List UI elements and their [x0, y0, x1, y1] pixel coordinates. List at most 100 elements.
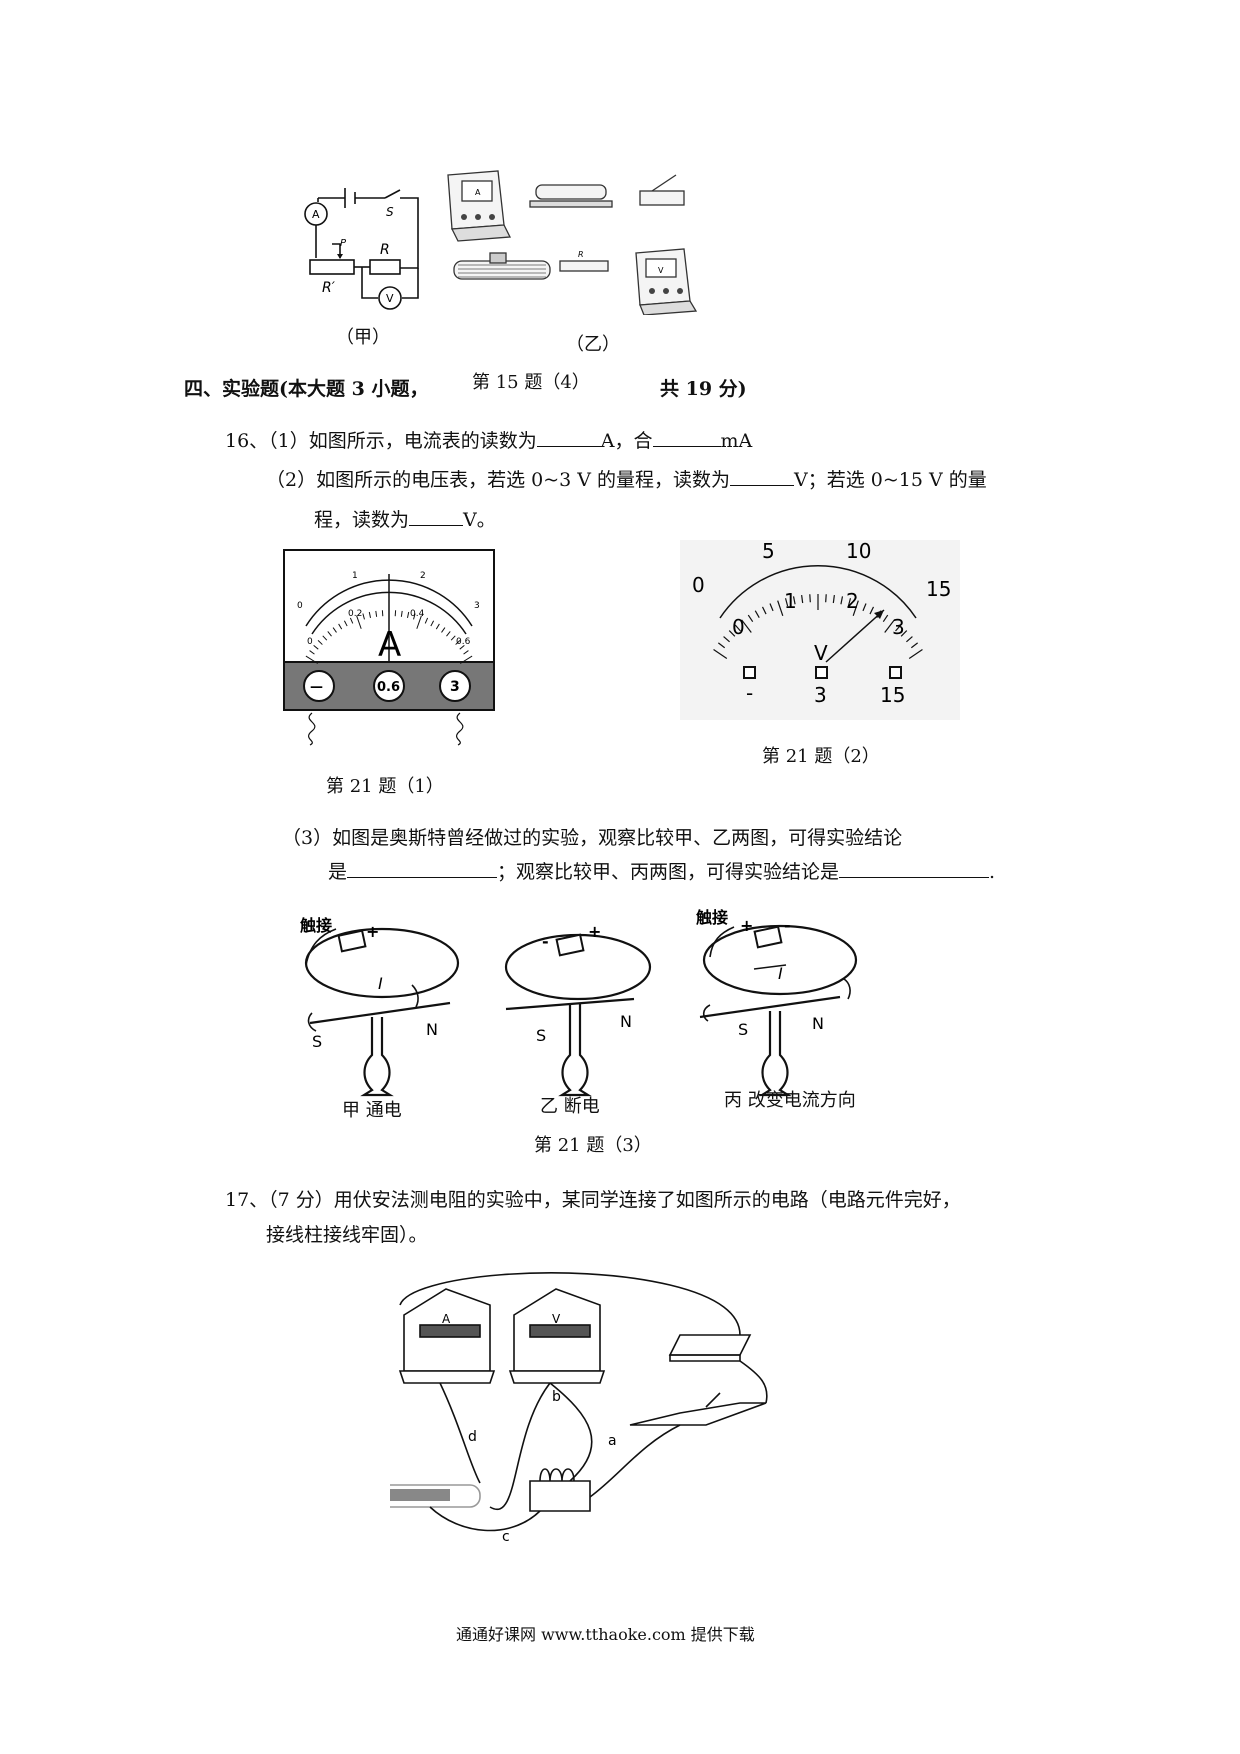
scale-tick	[349, 617, 354, 624]
scale-tick	[317, 640, 323, 645]
scale-tick	[862, 603, 867, 612]
voltmeter-tick-top-10: 10	[846, 540, 871, 563]
ammeter-tick-bottom-1: 0.2	[348, 609, 362, 619]
scale-tick	[368, 611, 371, 618]
ammeter-symbol: A	[378, 625, 401, 665]
scale-tick	[741, 619, 752, 633]
q17-line2: 接线柱接线牢固）。	[266, 1224, 428, 1246]
scale-tick	[777, 600, 784, 616]
q16-answer-voltage-3V[interactable]	[730, 465, 795, 486]
voltmeter-tick-bottom-1: 1	[784, 589, 797, 613]
page-footer: 通通好课网 www.tthaoke.com 提供下载	[456, 1625, 755, 1644]
q16-answer-conclusion-1[interactable]	[347, 857, 498, 878]
scale-tick	[728, 630, 736, 637]
oersted-jia-south: S	[312, 1032, 322, 1051]
q16-voltmeter-figure: 0 5 10 15 0 1 2 3 V - 3 15	[680, 540, 960, 720]
ammeter-terminal-minus: —	[310, 680, 323, 695]
scale-tick	[305, 655, 319, 664]
q17-wire-d: d	[468, 1429, 477, 1445]
oersted-jia-current: I	[378, 974, 383, 993]
fig15-photo-resistor-label: R	[578, 250, 584, 259]
oersted-jia-plus: +	[366, 922, 379, 941]
q17-wire-c: c	[502, 1529, 510, 1545]
fig15-photo-voltmeter-label: V	[658, 266, 664, 275]
q16-part3-end: .	[989, 861, 996, 883]
q16-answer-current-A[interactable]	[536, 426, 601, 447]
ammeter-tick-bottom-0: 0	[307, 637, 313, 647]
scale-tick	[792, 596, 796, 605]
scale-tick	[435, 623, 440, 630]
scale-tick	[832, 594, 835, 604]
fig15-label-yi: （乙）	[566, 334, 620, 355]
fig15-apparatus-illustration: A V R	[447, 170, 698, 315]
fig15-circuit-diagram: A V S R P R′	[304, 188, 419, 310]
q16-answer-conclusion-2[interactable]	[839, 857, 990, 878]
q16-part1-text: 16、（1）如图所示，电流表的读数为	[225, 430, 537, 452]
oersted-bing-touch: 触接	[695, 908, 728, 927]
q16-ammeter-figure: 0 1 2 3 0 0.2 0.4 0.6 A — 0.6 3	[283, 549, 495, 746]
scale-tick	[322, 635, 328, 641]
voltmeter-tick-bottom-3: 3	[892, 615, 905, 639]
scale-tick	[463, 650, 469, 655]
scale-tick	[416, 615, 422, 629]
scale-tick	[884, 619, 895, 633]
oersted-yi-north: N	[620, 1012, 632, 1031]
scale-tick	[713, 649, 728, 659]
scale-tick	[852, 600, 859, 616]
scale-tick	[840, 596, 844, 605]
voltmeter-tick-top-0: 0	[692, 573, 705, 597]
q17-line1: 17、（7 分）用伏安法测电阻的实验中，某同学连接了如图所示的电路（电路元件完好…	[225, 1189, 961, 1211]
q17-wire-b: b	[552, 1389, 561, 1405]
oersted-label-jia: 甲 通电	[342, 1100, 402, 1121]
fig15-label-jia: （甲）	[336, 327, 390, 348]
scale-tick	[882, 614, 889, 623]
scale-tick	[459, 644, 465, 650]
oersted-yi-plus: +	[588, 922, 601, 941]
scale-tick	[332, 627, 337, 633]
scale-tick	[769, 603, 774, 612]
voltmeter-tick-bottom-0: 0	[732, 615, 745, 639]
q16-part3-text-b: 是	[328, 861, 348, 883]
q17-voltmeter-label: V	[552, 1312, 561, 1326]
q17-wire-a: a	[608, 1433, 617, 1449]
scale-tick	[784, 598, 789, 607]
scale-tick	[356, 615, 362, 629]
scale-tick	[723, 636, 730, 643]
scale-tick	[450, 635, 456, 641]
fig15-caption: 第 15 题（4）	[472, 372, 590, 393]
scale-tick	[906, 636, 913, 643]
fig15-rheostat-label: R′	[322, 280, 336, 296]
ammeter-tick-top-0: 0	[297, 601, 303, 611]
scale-tick	[717, 642, 726, 649]
q16-part3-line1: （3）如图是奥斯特曾经做过的实验，观察比较甲、乙两图，可得实验结论	[282, 827, 903, 849]
scale-tick	[446, 631, 451, 637]
voltmeter-terminal-minus: -	[746, 681, 753, 705]
oersted-jia-north: N	[426, 1020, 438, 1039]
voltmeter-tick-top-15: 15	[926, 577, 951, 601]
scale-tick	[313, 644, 319, 650]
ammeter-tick-top-1: 1	[352, 571, 358, 581]
scale-tick	[343, 620, 348, 627]
oersted-jia-touch: 触接	[300, 916, 332, 935]
voltmeter-symbol: V	[814, 641, 828, 665]
section4-heading-left: 四、实验题(本大题 3 小题，	[184, 378, 429, 400]
fig15-resistor-label: R	[380, 242, 390, 258]
scale-tick	[754, 610, 760, 618]
oersted-label-bing: 丙 改变电流方向	[724, 1090, 856, 1111]
q16-part1-unit-mA: mA	[720, 430, 753, 452]
ammeter-terminal-0.6: 0.6	[377, 680, 400, 695]
scale-tick	[747, 614, 754, 623]
scale-tick	[459, 655, 473, 664]
scale-tick	[455, 640, 461, 645]
q16-answer-voltage-15V[interactable]	[409, 505, 464, 526]
oersted-bing-minus: -	[784, 916, 791, 935]
q16-answer-current-mA[interactable]	[652, 426, 721, 447]
scale-tick	[327, 631, 332, 637]
voltmeter-terminal-3: 3	[814, 683, 827, 707]
scale-tick	[430, 620, 435, 627]
scale-tick	[424, 617, 429, 624]
q17-circuit-figure: A V a b c d	[390, 1272, 768, 1545]
fig15-ammeter-label: A	[312, 208, 320, 221]
